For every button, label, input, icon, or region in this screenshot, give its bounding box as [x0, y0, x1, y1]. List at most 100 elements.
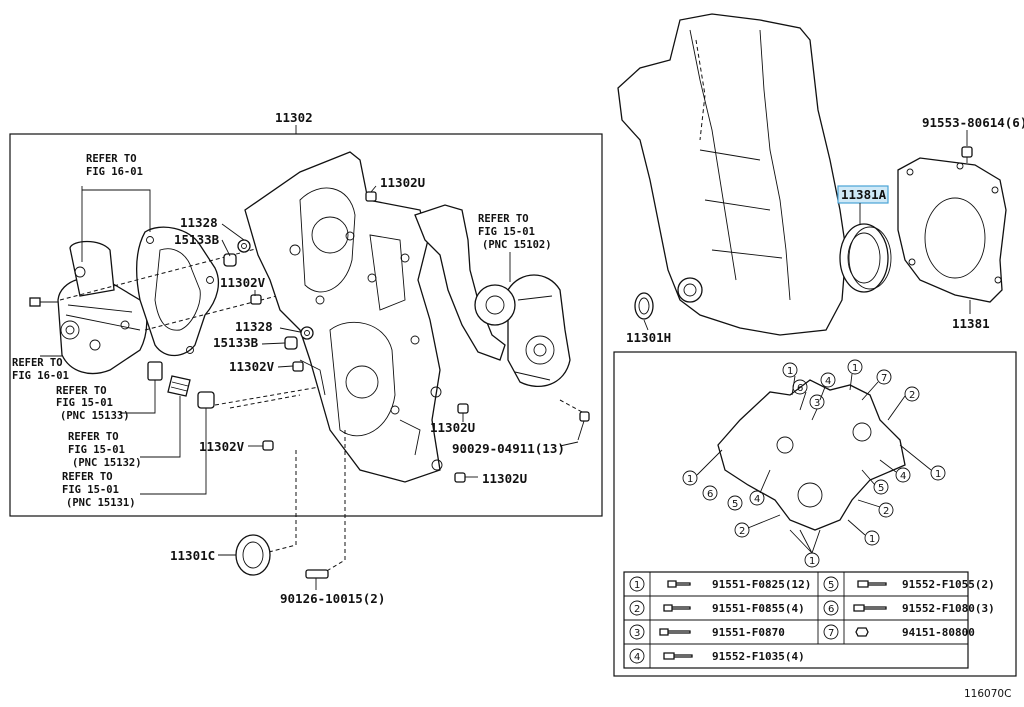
pin-11302u-a [365, 191, 377, 202]
refer-fig-15-01-pnc-15102-line2[interactable]: FIG 15-01 [478, 226, 535, 238]
svg-text:6: 6 [828, 604, 834, 615]
svg-text:1: 1 [852, 363, 858, 374]
callout-90126-10015[interactable]: 90126-10015(2) [280, 591, 385, 606]
svg-text:7: 7 [881, 373, 887, 384]
refer-fig-16-01-left-line2[interactable]: FIG 16-01 [12, 370, 69, 382]
water-pump [57, 240, 148, 375]
bolt-table-row-7: 7 94151-80800 [823, 624, 975, 640]
svg-text:4: 4 [825, 376, 831, 387]
svg-text:2: 2 [634, 604, 640, 615]
bolt-table-row-3: 3 91551-F0870 [629, 624, 785, 640]
refer-fig-15-01-pnc-15132-line2[interactable]: FIG 15-01 [68, 444, 125, 456]
timing-chain-cover [244, 151, 443, 483]
callout-11301c[interactable]: 11301C [170, 548, 215, 563]
bolt-table [623, 571, 969, 669]
bolt-part-91551-f0825[interactable]: 91551-F0825(12) [712, 578, 811, 591]
svg-text:5: 5 [732, 499, 738, 510]
bolt-15133b-b [284, 336, 298, 350]
bolt-91553 [961, 146, 973, 163]
callout-15133b-a[interactable]: 15133B [174, 232, 220, 247]
callout-11302v-c[interactable]: 11302V [199, 439, 245, 454]
pin-11302v-b [292, 361, 304, 372]
refer-fig-15-01-pnc-15131-line3[interactable]: (PNC 15131) [66, 497, 136, 509]
svg-text:6: 6 [707, 489, 713, 500]
callout-11381a-highlight [837, 185, 889, 204]
bolt-part-91551-f0870[interactable]: 91551-F0870 [712, 626, 785, 639]
callout-11302u-c[interactable]: 11302U [482, 471, 527, 486]
dowel-15131 [197, 391, 215, 475]
key-circles: 1 6 3 4 1 7 2 1 6 5 4 2 1 1 2 5 4 1 [682, 359, 946, 568]
callout-11301h[interactable]: 11301H [626, 330, 671, 345]
svg-text:1: 1 [687, 474, 693, 485]
callout-11302v-b[interactable]: 11302V [229, 359, 275, 374]
refer-fig-15-01-pnc-15131-line1[interactable]: REFER TO [62, 471, 113, 483]
callout-11328-a[interactable]: 11328 [180, 215, 218, 230]
svg-text:1: 1 [869, 534, 875, 545]
bolt-part-91552-f1035[interactable]: 91552-F1035(4) [712, 650, 805, 663]
bolt-part-91552-f1055[interactable]: 91552-F1055(2) [902, 578, 995, 591]
svg-text:3: 3 [634, 628, 640, 639]
svg-text:4: 4 [754, 494, 760, 505]
rear-seal-retainer-11381 [897, 157, 1007, 303]
bolt-table-row-4: 4 91552-F1035(4) [629, 648, 805, 664]
svg-text:1: 1 [809, 556, 815, 567]
bolt-table-row-5: 5 91552-F1055(2) [823, 576, 995, 592]
main-assembly-frame [9, 133, 603, 517]
oil-pump-rotor [474, 284, 516, 326]
svg-text:5: 5 [828, 580, 834, 591]
bolt-key-panel [613, 351, 1017, 677]
bolt-table-row-1: 1 91551-F0825(12) [629, 576, 811, 592]
callout-11302v-a[interactable]: 11302V [220, 275, 266, 290]
refer-fig-15-01-pnc-15133-line2[interactable]: FIG 15-01 [56, 397, 113, 409]
svg-text:3: 3 [814, 398, 820, 409]
pin-11302u-c [454, 472, 466, 483]
refer-fig-15-01-pnc-15102-line3[interactable]: (PNC 15102) [482, 239, 552, 251]
svg-text:1: 1 [634, 580, 640, 591]
bolt-part-91551-f0855[interactable]: 91551-F0855(4) [712, 602, 805, 615]
pin-11302v-c [262, 440, 274, 451]
refer-fig-15-01-pnc-15133-line1[interactable]: REFER TO [56, 385, 107, 397]
svg-text:5: 5 [878, 483, 884, 494]
bolt-table-row-6: 6 91552-F1080(3) [823, 600, 995, 616]
stud-90126 [305, 569, 329, 579]
callout-11302[interactable]: 11302 [275, 110, 313, 125]
refer-fig-16-01-top-line2[interactable]: FIG 16-01 [86, 166, 143, 178]
oil-pump [507, 274, 571, 387]
rear-oil-seal-11381a [839, 223, 892, 293]
pin-11302v-a [250, 294, 262, 305]
refer-fig-15-01-pnc-15132-line3[interactable]: (PNC 15132) [72, 457, 142, 469]
figure-id: 116070C [964, 688, 1011, 700]
refer-fig-15-01-pnc-15132-line1[interactable]: REFER TO [68, 431, 119, 443]
bolt-part-91552-f1080[interactable]: 91552-F1080(3) [902, 602, 995, 615]
crank-seal-11301c [235, 534, 271, 576]
svg-text:4: 4 [634, 652, 640, 663]
callout-11381[interactable]: 11381 [952, 316, 990, 331]
refer-fig-15-01-pnc-15102-line1[interactable]: REFER TO [478, 213, 529, 225]
callout-11302u-b[interactable]: 11302U [430, 420, 475, 435]
pump-bolt [29, 297, 58, 307]
callout-11328-b[interactable]: 11328 [235, 319, 273, 334]
callout-15133b-b[interactable]: 15133B [213, 335, 259, 350]
svg-text:1: 1 [787, 366, 793, 377]
water-pump-gasket [136, 226, 219, 357]
refer-fig-15-01-pnc-15133-line3[interactable]: (PNC 15133) [60, 410, 130, 422]
callout-90029-04911[interactable]: 90029-04911(13) [452, 441, 565, 456]
callout-11381a[interactable]: 11381A [841, 187, 887, 202]
bolt-part-94151-80800[interactable]: 94151-80800 [902, 626, 975, 639]
callout-91553-80614[interactable]: 91553-80614(6) [922, 115, 1024, 130]
svg-text:2: 2 [909, 390, 915, 401]
svg-text:6: 6 [797, 383, 803, 394]
pin-11302u-b [457, 403, 469, 414]
refer-fig-16-01-left-line1[interactable]: REFER TO [12, 357, 63, 369]
bolt-pattern-diagram [717, 379, 906, 531]
stud-15132 [167, 375, 191, 438]
bolt-15133b-a [223, 253, 237, 267]
washer-11328-a [237, 239, 251, 253]
refer-fig-15-01-pnc-15131-line2[interactable]: FIG 15-01 [62, 484, 119, 496]
svg-text:2: 2 [883, 506, 889, 517]
refer-fig-16-01-top-line1[interactable]: REFER TO [86, 153, 137, 165]
callout-11302u-a[interactable]: 11302U [380, 175, 425, 190]
svg-text:4: 4 [900, 471, 906, 482]
svg-text:1: 1 [935, 469, 941, 480]
